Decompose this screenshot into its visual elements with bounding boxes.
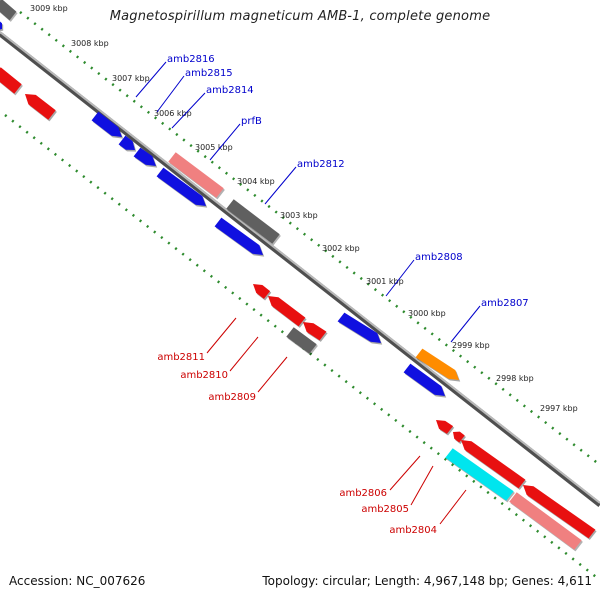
gene-arrow-forward[interactable] bbox=[91, 111, 122, 137]
gene-arrow-forward[interactable] bbox=[415, 348, 459, 380]
gene-arrow-forward[interactable] bbox=[133, 147, 156, 166]
gene-arrow-reverse[interactable] bbox=[268, 296, 306, 327]
kbp-tick-labels: 3009 kbp 3008 kbp 3007 kbp 3006 kbp 3005… bbox=[30, 4, 578, 413]
gene-label-amb2811[interactable]: amb2811 bbox=[157, 352, 205, 363]
gene-label-amb2805[interactable]: amb2805 bbox=[361, 504, 409, 515]
gene-label-amb2814[interactable]: amb2814 bbox=[206, 85, 254, 96]
gene-arrow-forward[interactable] bbox=[403, 363, 445, 396]
kbp-tick-label: 3005 kbp bbox=[195, 143, 233, 152]
gene-label-amb2815[interactable]: amb2815 bbox=[185, 68, 233, 79]
label-leader-line bbox=[156, 75, 185, 113]
label-leader-line bbox=[450, 305, 481, 343]
label-leader-line bbox=[439, 489, 467, 525]
label-leader-line bbox=[410, 465, 434, 506]
gene-arrow-reverse[interactable] bbox=[25, 94, 56, 120]
gene-label-amb2809[interactable]: amb2809 bbox=[208, 392, 256, 403]
label-leader-line bbox=[206, 317, 237, 354]
kbp-tick-label: 2997 kbp bbox=[540, 404, 578, 413]
gene-label-amb2810[interactable]: amb2810 bbox=[180, 370, 228, 381]
gene-label-prfB[interactable]: prfB bbox=[241, 116, 262, 127]
gene-arrow-reverse[interactable] bbox=[453, 431, 465, 443]
label-leader-line bbox=[264, 166, 297, 205]
gene-feature[interactable] bbox=[286, 327, 317, 354]
gene-arrow-forward[interactable] bbox=[0, 20, 3, 30]
label-leader-line bbox=[389, 455, 421, 491]
gene-arrow-reverse[interactable] bbox=[0, 67, 22, 94]
kbp-tick-label: 2999 kbp bbox=[452, 341, 490, 350]
gene-label-amb2804[interactable]: amb2804 bbox=[389, 525, 437, 536]
gene-label-amb2806[interactable]: amb2806 bbox=[339, 488, 387, 499]
label-leader-line bbox=[229, 336, 259, 372]
forward-gene-labels: amb2816 amb2815 amb2814 prfB amb2812 amb… bbox=[135, 54, 529, 343]
gene-arrow-forward[interactable] bbox=[118, 135, 135, 150]
gene-arrow-forward[interactable] bbox=[337, 312, 381, 343]
reverse-gene-labels: amb2811 amb2810 amb2809 amb2806 amb2805 … bbox=[157, 317, 467, 536]
kbp-tick-label: 3001 kbp bbox=[366, 277, 404, 286]
genome-summary-text: Topology: circular; Length: 4,967,148 bp… bbox=[262, 574, 592, 588]
map-title: Magnetospirillum magneticum AMB-1, compl… bbox=[109, 9, 491, 24]
gene-arrow-reverse[interactable] bbox=[303, 322, 327, 341]
kbp-tick-label: 3009 kbp bbox=[30, 4, 68, 13]
label-leader-line bbox=[135, 61, 167, 98]
gene-label-amb2812[interactable]: amb2812 bbox=[297, 159, 345, 170]
gene-arrow-reverse[interactable] bbox=[436, 420, 454, 434]
gene-arrow-forward[interactable] bbox=[214, 217, 263, 255]
kbp-tick-label: 3006 kbp bbox=[154, 109, 192, 118]
gene-feature[interactable] bbox=[509, 492, 582, 550]
label-leader-line bbox=[171, 92, 206, 129]
kbp-tick-label: 3007 kbp bbox=[112, 74, 150, 83]
outer-tick-rail bbox=[19, 11, 600, 466]
genome-backbone bbox=[0, 31, 600, 507]
label-leader-line bbox=[209, 123, 241, 161]
gene-arrow-forward[interactable] bbox=[156, 167, 206, 206]
kbp-tick-label: 3000 kbp bbox=[408, 309, 446, 318]
gene-arrow-reverse[interactable] bbox=[461, 440, 526, 489]
label-leader-line bbox=[385, 259, 415, 297]
kbp-tick-label: 3008 kbp bbox=[71, 39, 109, 48]
gene-feature[interactable] bbox=[0, 0, 17, 21]
gene-label-amb2808[interactable]: amb2808 bbox=[415, 252, 463, 263]
gene-arrow-reverse[interactable] bbox=[253, 284, 271, 299]
kbp-tick-label: 2998 kbp bbox=[496, 374, 534, 383]
gene-label-amb2807[interactable]: amb2807 bbox=[481, 298, 529, 309]
gene-arrow-reverse[interactable] bbox=[523, 485, 596, 539]
kbp-tick-label: 3004 kbp bbox=[237, 177, 275, 186]
accession-text: Accession: NC_007626 bbox=[9, 574, 146, 588]
label-leader-line bbox=[257, 356, 288, 393]
gene-feature[interactable] bbox=[445, 448, 514, 501]
gene-feature[interactable] bbox=[226, 199, 280, 244]
kbp-tick-label: 3002 kbp bbox=[322, 244, 360, 253]
gene-label-amb2816[interactable]: amb2816 bbox=[167, 54, 215, 65]
kbp-tick-label: 3003 kbp bbox=[280, 211, 318, 220]
gene-feature[interactable] bbox=[168, 152, 224, 198]
